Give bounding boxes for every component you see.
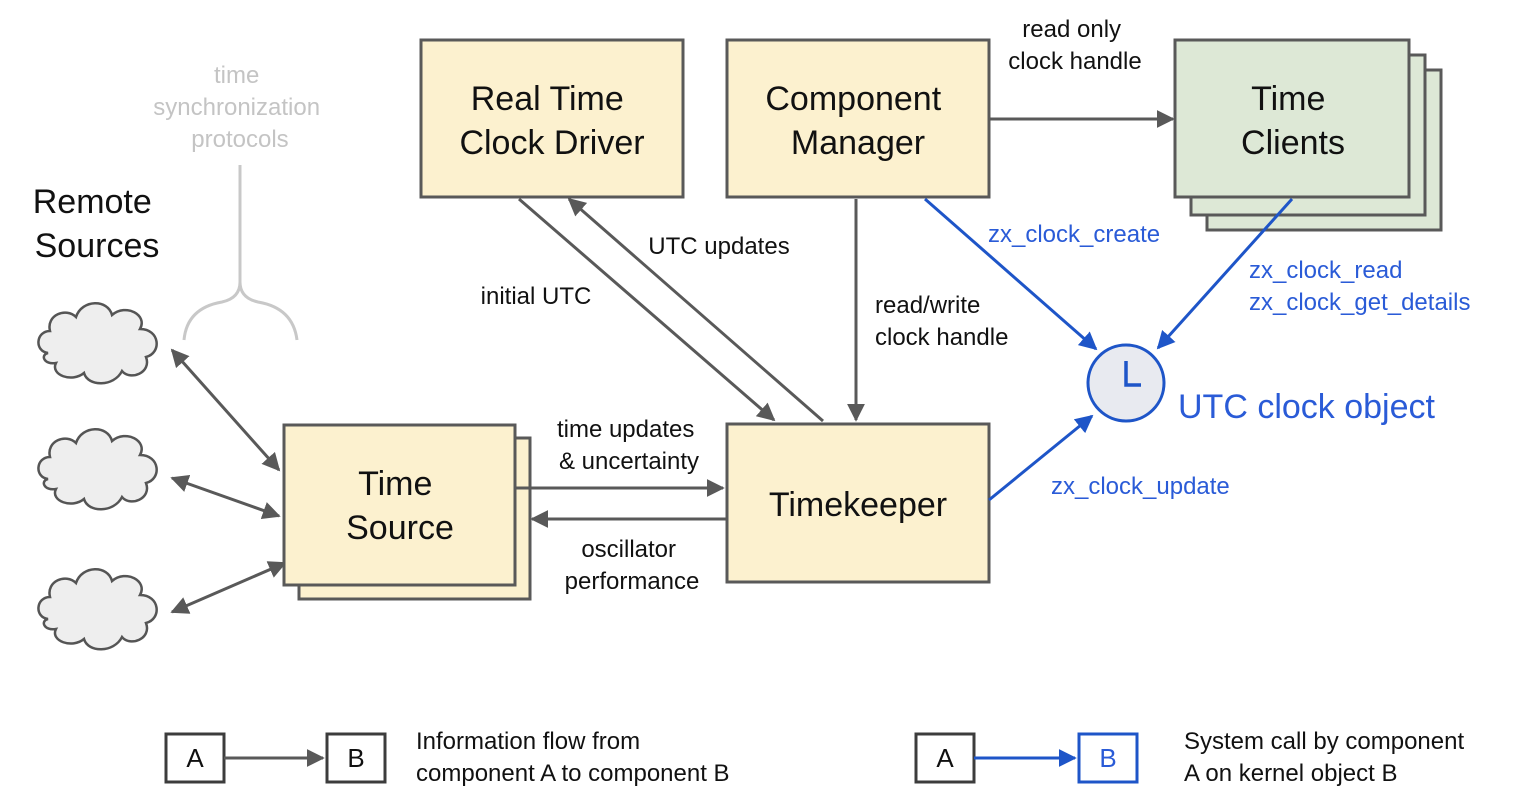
- zx-clock-update-arrow: [988, 414, 1094, 502]
- cloud-icon: [37, 428, 158, 511]
- timekeeper-line-1: Timekeeper: [769, 486, 947, 524]
- legend-syscall-line-2: A on kernel object B: [1184, 760, 1397, 787]
- time-updates-line-2: & uncertainty: [559, 448, 699, 475]
- legend-info-box-b-label: B: [347, 743, 364, 773]
- read-only-handle-line-1: read only: [1022, 16, 1121, 43]
- time-clients-label: Time Clients: [1241, 80, 1345, 162]
- remote-sources-line-1: Remote: [33, 183, 152, 221]
- remote-sources-label: Remote Sources: [33, 183, 162, 265]
- protocols-line-1: time: [214, 62, 259, 89]
- zx-clock-read-line-2: zx_clock_get_details: [1249, 289, 1470, 316]
- legend-syscall: A B System call by component A on kernel…: [914, 728, 1471, 787]
- zx-clock-read-line-1: zx_clock_read: [1249, 257, 1402, 284]
- zx-clock-create-label: zx_clock_create: [988, 221, 1160, 248]
- time-updates-label: time updates & uncertainty: [557, 416, 701, 475]
- cloud-3-time-source-arrow: [170, 561, 287, 614]
- cloud-icon: [37, 302, 158, 385]
- component-manager-label: Component Manager: [765, 80, 950, 162]
- cloud-2-time-source-arrow: [170, 474, 281, 520]
- legend-syscall-line-1: System call by component: [1184, 728, 1464, 755]
- time-clients-box: Time Clients: [1173, 38, 1443, 232]
- initial-utc-label: initial UTC: [481, 283, 592, 310]
- legend-syscall-box-a-label: A: [936, 743, 954, 773]
- legend-info-flow: A B Information flow from component A to…: [164, 728, 730, 787]
- time-source-label: Time Source: [346, 465, 454, 547]
- protocols-brace-left: [182, 165, 242, 341]
- zx-clock-read-arrow: [1156, 197, 1294, 350]
- remote-sources-line-2: Sources: [35, 227, 160, 265]
- legend-info-box-a: [164, 732, 226, 784]
- utc-clock-object-label: UTC clock object: [1178, 388, 1436, 426]
- legend-info-description: Information flow from component A to com…: [416, 728, 730, 787]
- component-manager-line-1: Component: [765, 80, 941, 118]
- oscillator-line-1: oscillator: [581, 536, 676, 563]
- legend-info-line-2: component A to component B: [416, 760, 730, 787]
- legend-syscall-box-a: [914, 732, 976, 784]
- oscillator-line-2: performance: [565, 568, 700, 595]
- protocols-brace-right: [238, 281, 299, 341]
- read-only-handle-label: read only clock handle: [1008, 16, 1141, 75]
- utc-updates-label: UTC updates: [648, 233, 789, 260]
- time-clients-line-2: Clients: [1241, 124, 1345, 162]
- rtc-driver-line-2: Clock Driver: [459, 124, 644, 162]
- legend-info-box-b: [325, 732, 387, 784]
- component-manager-rect: [725, 38, 991, 199]
- timekeeper-label: Timekeeper: [769, 486, 947, 524]
- rtc-driver-box: Real Time Clock Driver: [419, 38, 685, 199]
- component-manager-line-2: Manager: [791, 124, 925, 162]
- legend-info-box-a-label: A: [186, 743, 204, 773]
- zx-clock-read-label: zx_clock_read zx_clock_get_details: [1249, 257, 1470, 316]
- zx-clock-update-label: zx_clock_update: [1051, 473, 1230, 500]
- zx-clock-create-arrow: [924, 197, 1098, 351]
- read-only-handle-line-2: clock handle: [1008, 48, 1141, 75]
- utc-clock-object: UTC clock object: [1086, 343, 1436, 426]
- time-clients-front-box: [1173, 38, 1411, 199]
- legend-syscall-box-b-label: B: [1099, 743, 1116, 773]
- cloud-1-time-source-arrow: [170, 348, 281, 472]
- time-source-box: Time Source: [282, 423, 532, 601]
- legend-syscall-box-b: [1077, 732, 1139, 784]
- time-source-front-box: [282, 423, 517, 587]
- read-write-handle-line-2: clock handle: [875, 324, 1008, 351]
- timekeeper-box: Timekeeper: [725, 422, 991, 584]
- read-write-handle-label: read/write clock handle: [875, 292, 1008, 351]
- rtc-driver-label: Real Time Clock Driver: [459, 80, 644, 162]
- initial-utc-arrow: [518, 197, 776, 422]
- time-source-line-2: Source: [346, 509, 454, 547]
- clock-icon: [1124, 361, 1141, 387]
- cloud-icon: [37, 568, 158, 651]
- oscillator-label: oscillator performance: [565, 536, 700, 595]
- read-write-handle-line-1: read/write: [875, 292, 980, 319]
- time-source-line-1: Time: [358, 465, 432, 503]
- rtc-driver-rect: [419, 38, 685, 199]
- time-clients-line-1: Time: [1251, 80, 1325, 118]
- component-manager-box: Component Manager: [725, 38, 991, 199]
- protocols-line-2: synchronization: [153, 94, 320, 121]
- legend-info-line-1: Information flow from: [416, 728, 640, 755]
- protocols-note: time synchronization protocols: [153, 62, 326, 153]
- time-updates-line-1: time updates: [557, 416, 694, 443]
- legend-syscall-description: System call by component A on kernel obj…: [1184, 728, 1471, 787]
- utc-updates-arrow: [567, 197, 824, 423]
- rtc-driver-line-1: Real Time: [471, 80, 624, 118]
- protocols-line-3: protocols: [191, 126, 288, 153]
- timekeeper-rect: [725, 422, 991, 584]
